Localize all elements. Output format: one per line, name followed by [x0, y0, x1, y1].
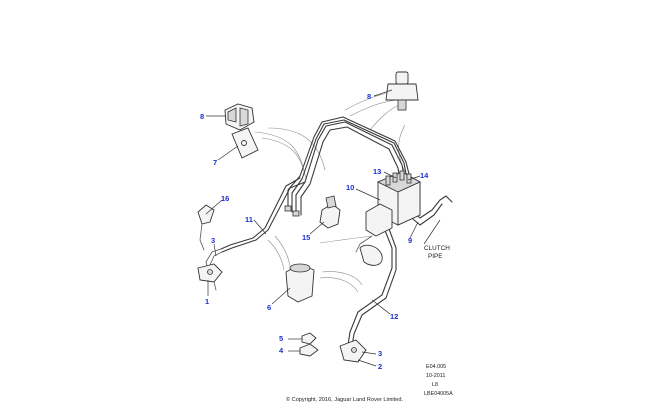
callout-7: 7: [213, 158, 217, 167]
ref-drawing-id: LBE04005A: [424, 391, 453, 397]
callout-3-upper: 3: [211, 236, 215, 245]
callout-11: 11: [245, 215, 253, 224]
callout-10: 10: [346, 183, 354, 192]
pipe-11: [205, 177, 306, 273]
callout-5: 5: [279, 334, 283, 343]
pipe-9: [405, 195, 453, 226]
callout-3-lower: 3: [378, 349, 382, 358]
part-15-clip: [319, 195, 341, 229]
callout-1: 1: [205, 297, 209, 306]
leader-lines: [205, 89, 441, 367]
pipe-12: [347, 225, 397, 354]
reference-block: E04.005 10-2011 L8 LBE04005A: [424, 364, 453, 397]
part-1-bracket: [197, 263, 223, 291]
part-8-right: [385, 71, 419, 111]
ref-code: E04.005: [426, 364, 446, 370]
callout-13: 13: [373, 167, 381, 176]
copyright-notice: © Copyright, 2016, Jaguar Land Rover Lim…: [286, 396, 403, 403]
part-8-left: [224, 103, 255, 131]
callout-16: 16: [221, 194, 229, 203]
callout-14: 14: [420, 171, 429, 180]
lower-fittings: [299, 332, 367, 363]
part-7-bracket: [231, 127, 259, 159]
callout-6: 6: [267, 303, 271, 312]
callout-12: 12: [390, 312, 398, 321]
note-line-2: PIPE: [428, 253, 443, 260]
note-line-1: CLUTCH: [424, 245, 450, 252]
callout-9: 9: [408, 236, 412, 245]
part-6-sensor: [285, 263, 315, 303]
abs-modulator: [355, 170, 421, 266]
ref-date: 10-2011: [426, 373, 445, 379]
callout-8-left: 8: [200, 112, 204, 121]
callout-8-right: 8: [367, 92, 371, 101]
ref-model: L8: [432, 382, 438, 388]
callout-2: 2: [378, 362, 382, 371]
callout-15: 15: [302, 233, 310, 242]
background-flow-lines: [254, 91, 406, 293]
clutch-pipe-note: CLUTCH PIPE: [424, 245, 450, 260]
callout-labels: 1 2 3 3 4 5 6 7 8 8 9 10 11 12 13 14 15 …: [200, 92, 429, 371]
callout-4: 4: [279, 346, 284, 355]
pipe-bundle: [284, 116, 411, 217]
part-16-clip: [197, 204, 215, 251]
